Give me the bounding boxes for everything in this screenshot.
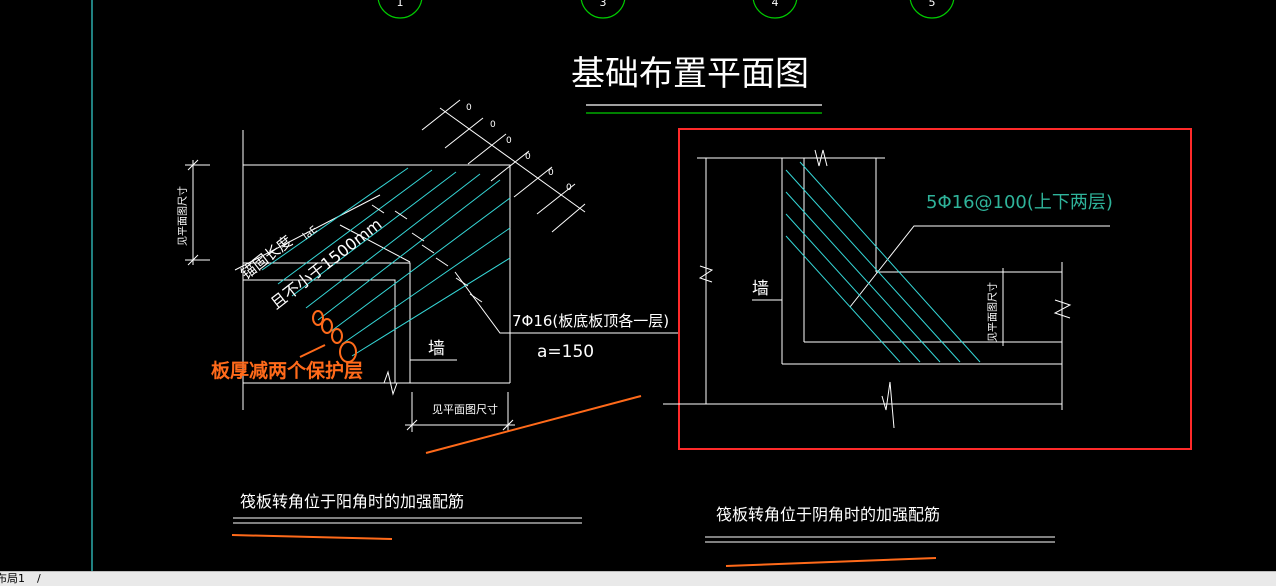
right-dim-vertical: 见平面图尺寸 (986, 282, 999, 342)
svg-text:0: 0 (466, 103, 472, 113)
tab-layout1-label: 布局1 (0, 572, 25, 585)
drawing-title: 基础布置平面图 (571, 54, 809, 94)
markup-scribble (299, 310, 357, 363)
markup-stroke-1 (425, 395, 642, 454)
left-caption: 筏板转角位于阳角时的加强配筋 (240, 492, 464, 511)
left-dim-horizontal: 见平面图尺寸 (432, 402, 498, 416)
left-rebar-note: 7Φ16(板底板顶各一层) (512, 312, 669, 330)
svg-text:0: 0 (525, 152, 531, 162)
tab-separator: / (37, 572, 41, 585)
markup-stroke-3 (725, 557, 937, 567)
grid-bubble-5 (909, 0, 955, 19)
left-rebars (261, 167, 511, 357)
cad-drawing-canvas[interactable]: 1 3 4 5 基础布置平面图 (0, 0, 1276, 571)
grid-label-4: 4 (772, 0, 779, 9)
tab-layout1[interactable]: 布局1 (0, 572, 31, 586)
left-spacing: a=150 (537, 342, 594, 362)
svg-text:0: 0 (506, 136, 512, 146)
grid-bubble-3 (580, 0, 626, 19)
layout-tab-bar: 布局1 / (0, 571, 1276, 586)
left-anchor-length: 锚固长度 (237, 232, 295, 283)
right-rebar-note: 5Φ16@100(上下两层) (926, 192, 1113, 213)
svg-text:0: 0 (490, 120, 496, 130)
markup-stroke-2 (231, 534, 393, 540)
right-wall-label: 墙 (752, 279, 769, 299)
grid-label-1: 1 (397, 0, 404, 9)
grid-bubbles (377, 0, 955, 19)
left-wall-label: 墙 (428, 339, 445, 359)
right-caption: 筏板转角位于阴角时的加强配筋 (716, 505, 940, 524)
highlight-box (678, 128, 1192, 450)
left-min-length: 且不小于1500mm (267, 215, 386, 314)
right-rebars (785, 161, 981, 363)
grid-bubble-4 (752, 0, 798, 19)
left-dim-vertical: 见平面图尺寸 (176, 186, 189, 246)
svg-text:0: 0 (566, 183, 572, 193)
grid-label-5: 5 (929, 0, 936, 9)
right-detail (663, 149, 1110, 429)
svg-text:0: 0 (548, 168, 554, 178)
markup-annotation: 板厚减两个保护层 (211, 359, 363, 382)
left-detail (185, 99, 680, 432)
grid-bubble-1 (377, 0, 423, 19)
grid-label-3: 3 (600, 0, 607, 9)
